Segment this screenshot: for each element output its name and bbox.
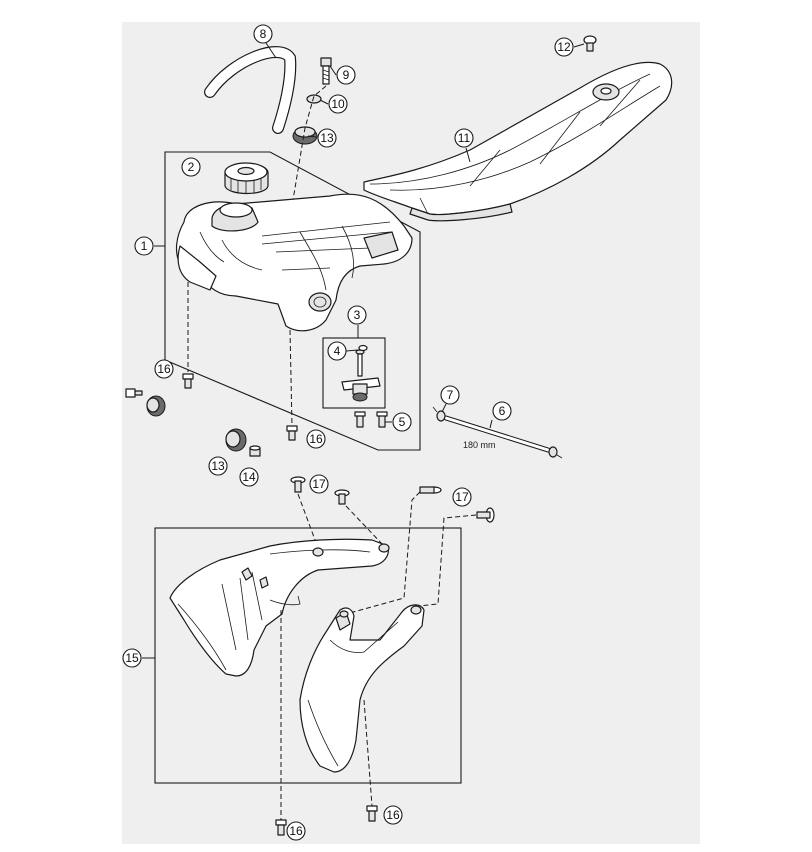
svg-text:13: 13: [320, 131, 334, 145]
svg-text:3: 3: [354, 308, 361, 322]
spoiler-screw-line-1: [297, 493, 319, 549]
breather-hose: [443, 415, 551, 453]
spoiler-lower-screw-right: [366, 805, 378, 822]
callout-5: 5: [392, 412, 412, 432]
svg-text:7: 7: [447, 388, 454, 402]
svg-text:1: 1: [141, 239, 148, 253]
spoiler-lower-screw-left: [275, 819, 287, 836]
spoiler-group-frame: [154, 527, 462, 784]
callout-14: 14: [239, 467, 259, 487]
callout-13-lower: 13: [208, 456, 228, 476]
svg-text:15: 15: [125, 651, 139, 665]
vent-assembly-line: [287, 85, 327, 231]
callout-7: 7: [440, 385, 460, 405]
left-spoiler: [169, 538, 390, 677]
svg-text:6: 6: [499, 404, 506, 418]
svg-text:16: 16: [157, 362, 171, 376]
hose-clamp-left: [432, 406, 446, 422]
seat: [363, 61, 673, 222]
callout-2: 2: [181, 157, 201, 177]
seat-screw: [583, 35, 597, 52]
fuel-petcock: [341, 349, 381, 402]
svg-text:8: 8: [260, 27, 267, 41]
svg-text:17: 17: [455, 490, 469, 504]
spoiler-screw-1: [290, 476, 306, 493]
fuel-hose: [204, 46, 297, 134]
svg-text:16: 16: [289, 824, 303, 838]
fuel-cap: [224, 162, 269, 195]
callout-1: 1: [134, 236, 154, 256]
callout-16-spoiler-right: 16: [383, 805, 403, 825]
svg-text:10: 10: [331, 97, 345, 111]
fuel-tank: [175, 193, 413, 332]
svg-text:13: 13: [211, 459, 225, 473]
hose-length-label: 180 mm: [463, 440, 496, 450]
right-spoiler: [299, 604, 425, 773]
callout-17-left: 17: [309, 474, 329, 494]
spoiler-screw-3: [419, 486, 442, 494]
diagram-background: [122, 22, 700, 844]
callout-15: 15: [122, 648, 142, 668]
front-bolt: [125, 388, 143, 398]
callout-16-tank-left: 16: [154, 359, 174, 379]
svg-text:14: 14: [242, 470, 256, 484]
callout-12: 12: [554, 37, 574, 57]
callout-16-spoiler-left: 16: [286, 821, 306, 841]
callout-3: 3: [347, 305, 367, 325]
svg-text:5: 5: [399, 415, 406, 429]
callout-17-right: 17: [452, 487, 472, 507]
svg-text:4: 4: [334, 344, 341, 358]
tank-screw-left: [182, 373, 194, 389]
spacer-bushing: [249, 445, 261, 457]
callout-16-tank-right: 16: [306, 429, 326, 449]
svg-text:16: 16: [386, 808, 400, 822]
svg-text:2: 2: [188, 160, 195, 174]
petcock-group-frame: [322, 337, 386, 409]
callout-9: 9: [336, 65, 356, 85]
hose-clamp-right: [548, 446, 563, 459]
spoiler-lower-line-right: [363, 699, 373, 807]
spoiler-screw-2: [334, 489, 350, 505]
svg-text:16: 16: [309, 432, 323, 446]
svg-text:11: 11: [458, 131, 471, 145]
leader-lines: [142, 42, 585, 659]
washer: [306, 94, 322, 104]
spoiler-screw-line-3: [345, 491, 421, 615]
svg-text:12: 12: [557, 40, 571, 54]
spoiler-screw-line-2: [345, 505, 385, 547]
svg-text:9: 9: [343, 68, 350, 82]
spoiler-screw-4: [476, 507, 495, 523]
callout-8: 8: [253, 24, 273, 44]
spoiler-screw-line-4: [417, 514, 477, 607]
svg-text:17: 17: [312, 477, 326, 491]
tank-screw-line-right: [289, 329, 293, 427]
callout-11: 11: [454, 128, 474, 148]
callout-10: 10: [328, 94, 348, 114]
grommet-lower: [225, 428, 247, 452]
petcock-o-ring: [358, 344, 368, 352]
petcock-screws: [354, 411, 388, 428]
vent-screw: [320, 57, 332, 85]
callout-4: 4: [327, 341, 347, 361]
callout-6: 6: [492, 401, 512, 421]
front-grommet: [146, 395, 166, 417]
tank-screw-right: [286, 425, 298, 441]
callout-13-upper: 13: [317, 128, 337, 148]
